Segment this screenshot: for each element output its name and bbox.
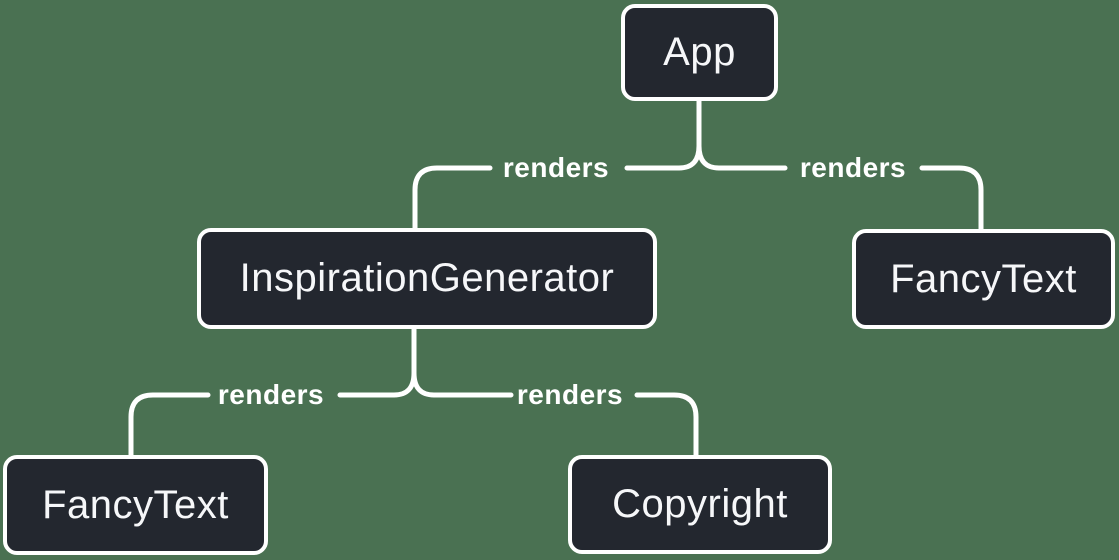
edge-label-app-inspiration-generator: renders <box>502 152 610 183</box>
node-copyright: Copyright <box>568 455 832 554</box>
connector-app-to-fancy-text-right <box>696 143 984 232</box>
edge-label-inspiration-fancy-text: renders <box>217 379 325 410</box>
edge-label-app-fancy-text: renders <box>799 152 907 183</box>
node-fancy-text-right: FancyText <box>852 229 1115 329</box>
node-fancy-text-left: FancyText <box>3 455 268 555</box>
node-inspiration-generator: InspirationGenerator <box>197 228 657 329</box>
node-app: App <box>621 4 778 101</box>
edge-label-inspiration-copyright: renders <box>516 379 624 410</box>
connector-inspiration-generator-to-copyright <box>411 370 699 458</box>
